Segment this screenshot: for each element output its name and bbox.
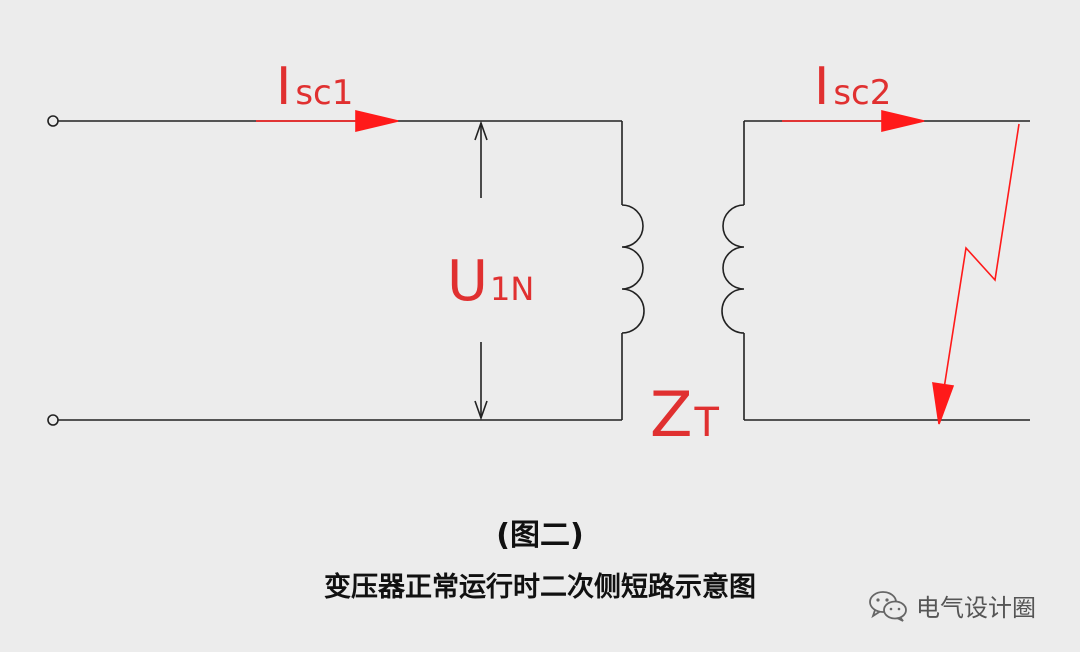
short-circuit-arrowhead — [932, 382, 955, 425]
zt-label: ZT — [650, 378, 719, 451]
terminal-bottom-left — [47, 414, 59, 426]
terminal-top-left — [47, 115, 59, 127]
isc2-arrowhead — [881, 109, 925, 133]
u1n-label: U1N — [447, 249, 534, 314]
primary-winding — [621, 204, 645, 334]
short-circuit-bolt — [942, 123, 1020, 396]
figure-caption: 变压器正常运行时二次侧短路示意图 — [324, 572, 756, 603]
secondary-winding — [721, 204, 745, 334]
watermark-text: 电气设计圈 — [916, 594, 1036, 622]
voltage-arrowhead-bottom — [474, 400, 488, 421]
wechat-icon — [869, 590, 907, 622]
watermark: 电气设计圈 — [868, 588, 1036, 623]
figure-number: (图二) — [496, 518, 584, 553]
voltage-arrowhead-top — [474, 120, 488, 141]
isc1-arrowhead — [355, 109, 399, 133]
